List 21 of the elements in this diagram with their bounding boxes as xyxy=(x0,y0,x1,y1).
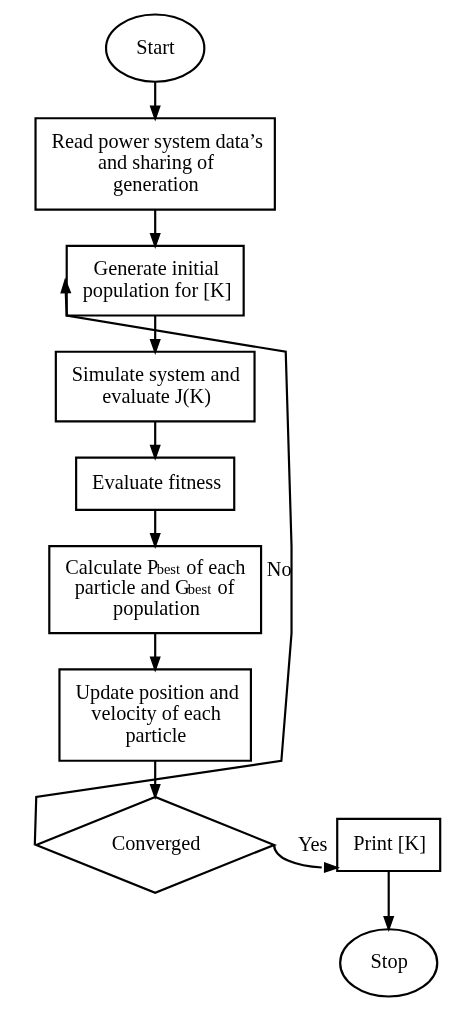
node-box: Generate initial population for [K] xyxy=(65,244,245,317)
arrow xyxy=(272,844,340,874)
arrow xyxy=(382,871,394,932)
node-box: Print [K] xyxy=(335,817,441,873)
arrow xyxy=(149,760,161,801)
node-box: Update position and velocity of each particle xyxy=(57,668,252,762)
node-box: Evaluate fitness xyxy=(74,456,235,511)
node-ellipse: Stop xyxy=(338,928,438,998)
node-box: Read power system data’s and sharing of generation xyxy=(33,117,276,211)
node-box: Calculate Pbest of each particle and Gbest of population xyxy=(47,545,262,635)
node-box: Simulate system and evaluate J(K) xyxy=(54,350,256,423)
arrow xyxy=(33,277,293,845)
edge-label: Yes xyxy=(297,832,327,855)
node-diamond: Converged xyxy=(32,795,277,894)
arrow xyxy=(149,315,161,355)
arrow xyxy=(149,82,161,122)
node-ellipse: Start xyxy=(104,13,205,83)
arrow xyxy=(149,633,161,673)
arrow xyxy=(149,209,161,250)
arrow xyxy=(149,421,161,461)
arrow xyxy=(149,510,161,550)
